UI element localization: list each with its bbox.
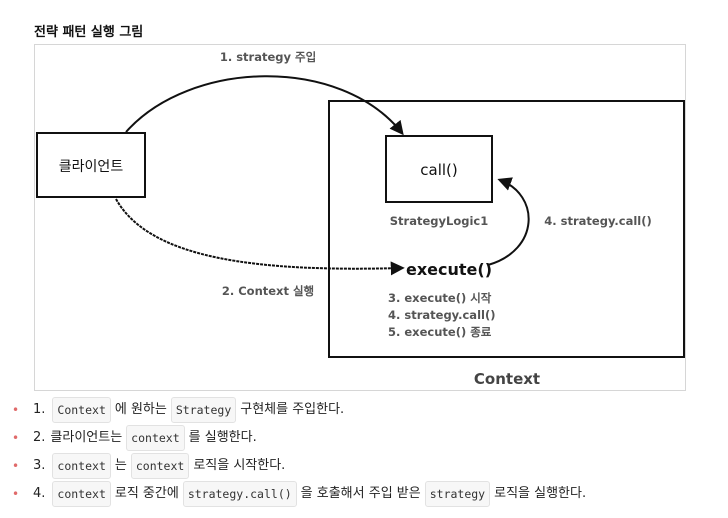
inline-code: strategy.call() <box>182 481 297 507</box>
step-execute-end: 5. execute() 종료 <box>388 325 492 339</box>
step-strategy-call: 4. strategy.call() <box>388 308 495 322</box>
execute-label: execute() <box>406 260 492 279</box>
item-number: 1. <box>33 402 46 417</box>
inline-code: Strategy <box>170 397 237 423</box>
step-execute-start: 3. execute() 시작 <box>388 291 492 305</box>
arrow1-label: 1. strategy 주입 <box>220 50 316 64</box>
item-text: 구현체를 주입한다. <box>240 402 345 417</box>
item-number: 2. <box>33 430 46 445</box>
item-text: 클라이언트는 <box>50 430 123 445</box>
arrow-context-execute <box>115 198 405 276</box>
item-number: 3. <box>33 458 46 473</box>
inline-code: context <box>52 481 111 507</box>
bullet-dot-icon: • <box>12 459 20 473</box>
diagram-title: 전략 패턴 실행 그림 <box>34 25 144 40</box>
arrow2-label: 2. Context 실행 <box>222 284 314 298</box>
inline-code: context <box>130 453 190 479</box>
list-item: • 4. context 로직 중간에 strategy.call() 을 호출… <box>12 480 712 508</box>
item-text: 는 <box>114 458 127 473</box>
item-text: 에 원하는 <box>114 402 167 417</box>
arrow-strategy-inject <box>125 75 404 136</box>
arrow-strategy-call <box>487 177 530 266</box>
call-label: call() <box>420 161 457 179</box>
strategy-call-box <box>385 135 493 203</box>
item-text: 을 호출해서 주입 받은 <box>300 486 421 501</box>
list-item: • 1. Context 에 원하는 Strategy 구현체를 주입한다. <box>12 396 712 424</box>
explanation-list: • 1. Context 에 원하는 Strategy 구현체를 주입한다. •… <box>12 396 712 508</box>
inline-code: strategy <box>424 481 491 507</box>
bullet-dot-icon: • <box>12 431 20 445</box>
item-text: 로직 중간에 <box>114 486 179 501</box>
inline-code: Context <box>52 397 111 423</box>
strategy-logic-label: StrategyLogic1 <box>390 214 488 228</box>
client-box <box>36 132 146 198</box>
client-label: 클라이언트 <box>59 159 124 175</box>
item-text: 를 실행한다. <box>188 430 257 445</box>
arrow4-label: 4. strategy.call() <box>544 214 651 228</box>
bullet-dot-icon: • <box>12 403 20 417</box>
list-item: • 2. 클라이언트는 context 를 실행한다. <box>12 424 712 452</box>
context-box <box>328 100 685 358</box>
item-number: 4. <box>33 486 46 501</box>
list-item: • 3. context 는 context 로직을 시작한다. <box>12 452 712 480</box>
inline-code: context <box>52 453 111 479</box>
context-label: Context <box>474 370 540 388</box>
item-text: 로직을 실행한다. <box>494 486 587 501</box>
item-text: 로직을 시작한다. <box>193 458 286 473</box>
bullet-dot-icon: • <box>12 487 20 501</box>
inline-code: context <box>126 425 185 451</box>
